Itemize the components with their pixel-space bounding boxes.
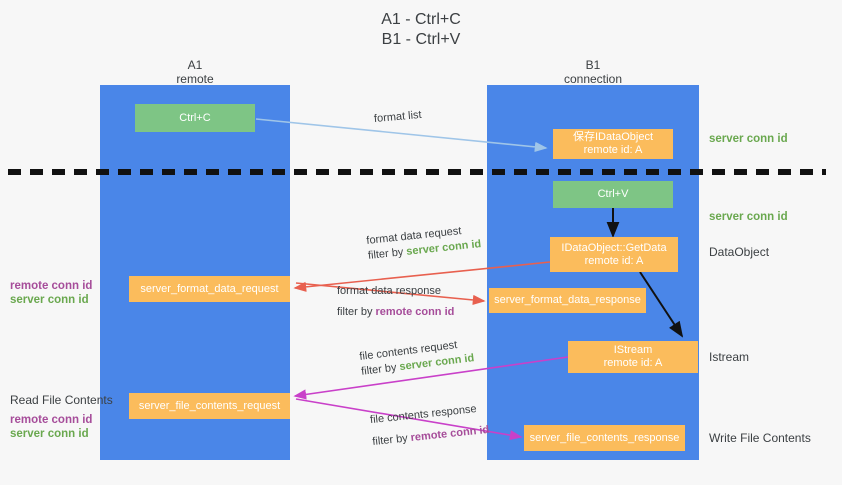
- edge-file-contents-response-filter-value: remote conn id: [410, 423, 490, 445]
- column-b1-name: B1: [585, 58, 601, 72]
- page-title: A1 - Ctrl+C B1 - Ctrl+V: [0, 10, 842, 50]
- edge-format-data-response-text: format data response: [337, 285, 441, 297]
- left-label-remote-conn-id-1: remote conn id: [10, 280, 93, 292]
- column-a1-name: A1: [187, 58, 203, 72]
- title-line-2: B1 - Ctrl+V: [381, 31, 461, 48]
- node-idataobject-getdata[interactable]: IDataObject::GetData remote id: A: [550, 237, 678, 272]
- left-label-read-file-contents: Read File Contents: [10, 393, 113, 407]
- node-save-idataobject-line2: remote id: A: [583, 144, 643, 156]
- left-label-server-conn-id-1: server conn id: [10, 294, 89, 306]
- node-server-file-contents-response[interactable]: server_file_contents_response: [524, 425, 685, 451]
- left-label-server-conn-id-2: server conn id: [10, 428, 89, 440]
- edge-format-list-text: format list: [373, 108, 423, 126]
- right-label-istream: Istream: [709, 350, 750, 364]
- node-server-file-contents-request-label: server_file_contents_request: [138, 399, 281, 412]
- node-server-format-data-request[interactable]: server_format_data_request: [129, 276, 290, 302]
- edge-label-format-data-response: format data response filter by remote co…: [337, 284, 454, 320]
- edge-file-contents-request-filter-prefix: filter by: [360, 361, 401, 378]
- node-save-idataobject-line1: 保存IDataObject: [572, 131, 654, 143]
- node-server-format-data-response[interactable]: server_format_data_response: [489, 288, 646, 313]
- column-b1-sub: connection: [563, 72, 623, 86]
- title-line-1: A1 - Ctrl+C: [381, 11, 461, 28]
- node-istream[interactable]: IStream remote id: A: [568, 341, 698, 373]
- edge-label-format-data-request: format data request filter by server con…: [366, 222, 482, 264]
- node-server-format-data-response-label: server_format_data_response: [494, 294, 641, 306]
- node-ctrl-c[interactable]: Ctrl+C: [135, 104, 255, 132]
- edge-label-file-contents-request: file contents request filter by server c…: [359, 336, 476, 380]
- right-label-dataobject: DataObject: [709, 245, 770, 259]
- node-save-idataobject[interactable]: 保存IDataObject remote id: A: [553, 129, 673, 159]
- node-ctrl-v-label: Ctrl+V: [597, 188, 629, 200]
- node-server-file-contents-request[interactable]: server_file_contents_request: [129, 393, 290, 419]
- right-label-write-file-contents: Write File Contents: [709, 431, 811, 445]
- node-istream-line1: IStream: [613, 344, 653, 356]
- column-a1-sub: remote: [176, 72, 214, 86]
- node-ctrl-c-label: Ctrl+C: [179, 111, 211, 124]
- node-istream-line2: remote id: A: [603, 357, 663, 369]
- left-label-remote-conn-id-2: remote conn id: [10, 414, 93, 426]
- node-ctrl-v[interactable]: Ctrl+V: [553, 181, 673, 208]
- right-label-server-conn-id-mid: server conn id: [709, 211, 788, 223]
- edge-label-format-list: format list: [373, 108, 423, 127]
- edge-format-data-response-filter-prefix: filter by: [337, 306, 376, 318]
- right-label-server-conn-id-top: server conn id: [709, 133, 788, 145]
- edge-label-file-contents-response: file contents response filter by remote …: [369, 401, 490, 450]
- node-getdata-line2: remote id: A: [584, 254, 644, 267]
- node-server-file-contents-response-label: server_file_contents_response: [529, 431, 680, 444]
- node-server-format-data-request-label: server_format_data_request: [140, 282, 279, 295]
- edge-file-contents-response-filter-prefix: filter by: [371, 432, 412, 449]
- column-header-b1: B1 connection: [487, 58, 699, 86]
- edge-format-data-response-filter-value: remote conn id: [375, 306, 455, 318]
- node-getdata-line1: IDataObject::GetData: [561, 241, 667, 254]
- column-header-a1: A1 remote: [100, 58, 290, 86]
- edge-format-data-request-filter-prefix: filter by: [367, 245, 407, 262]
